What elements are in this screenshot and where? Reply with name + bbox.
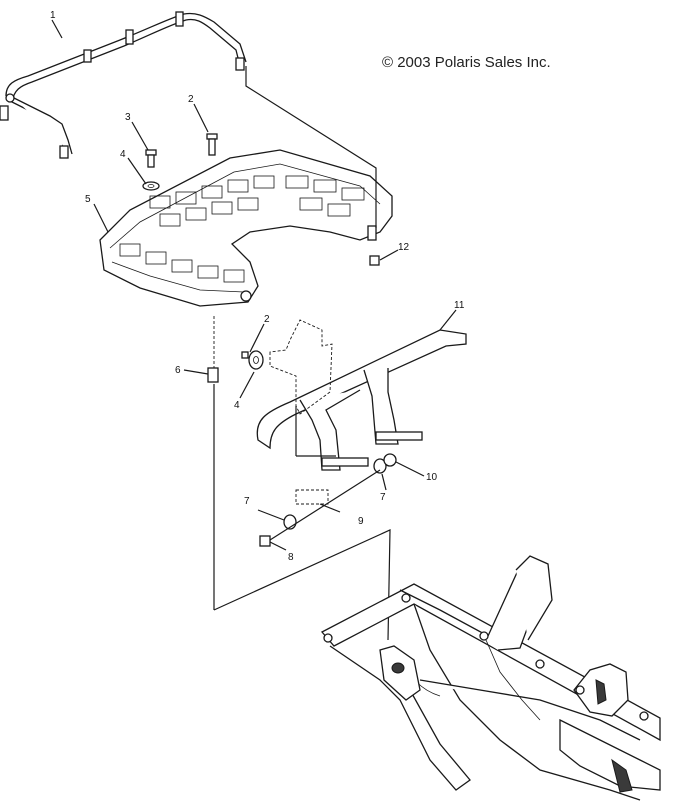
callout-9: 9 (358, 516, 364, 527)
rack-platform (99, 149, 393, 307)
mounting-plate-outline (269, 319, 333, 415)
rack-rail-tube (0, 11, 247, 159)
callout-8: 8 (288, 552, 294, 563)
callout-2-lower: 2 (264, 314, 270, 325)
callout-6: 6 (175, 365, 181, 376)
callout-4-lower: 4 (234, 400, 240, 411)
callout-12: 12 (398, 242, 410, 253)
callout-labels: 1 2 3 4 5 12 2 11 6 4 10 7 7 9 8 (50, 10, 465, 563)
callout-7-left: 7 (244, 496, 250, 507)
callout-10: 10 (426, 472, 438, 483)
callout-7-right: 7 (380, 492, 386, 503)
callout-4-upper: 4 (120, 149, 126, 160)
copyright-notice: © 2003 Polaris Sales Inc. (382, 54, 551, 71)
rack-support-bracket (256, 329, 467, 471)
callout-1: 1 (50, 10, 56, 21)
callout-5: 5 (85, 194, 91, 205)
leader-lines (51, 19, 457, 641)
upper-hardware (142, 133, 380, 266)
callout-3: 3 (125, 112, 131, 123)
callout-11: 11 (454, 300, 465, 311)
vehicle-frame (320, 555, 661, 801)
platform-grid (119, 175, 365, 283)
callout-2-upper: 2 (188, 94, 194, 105)
